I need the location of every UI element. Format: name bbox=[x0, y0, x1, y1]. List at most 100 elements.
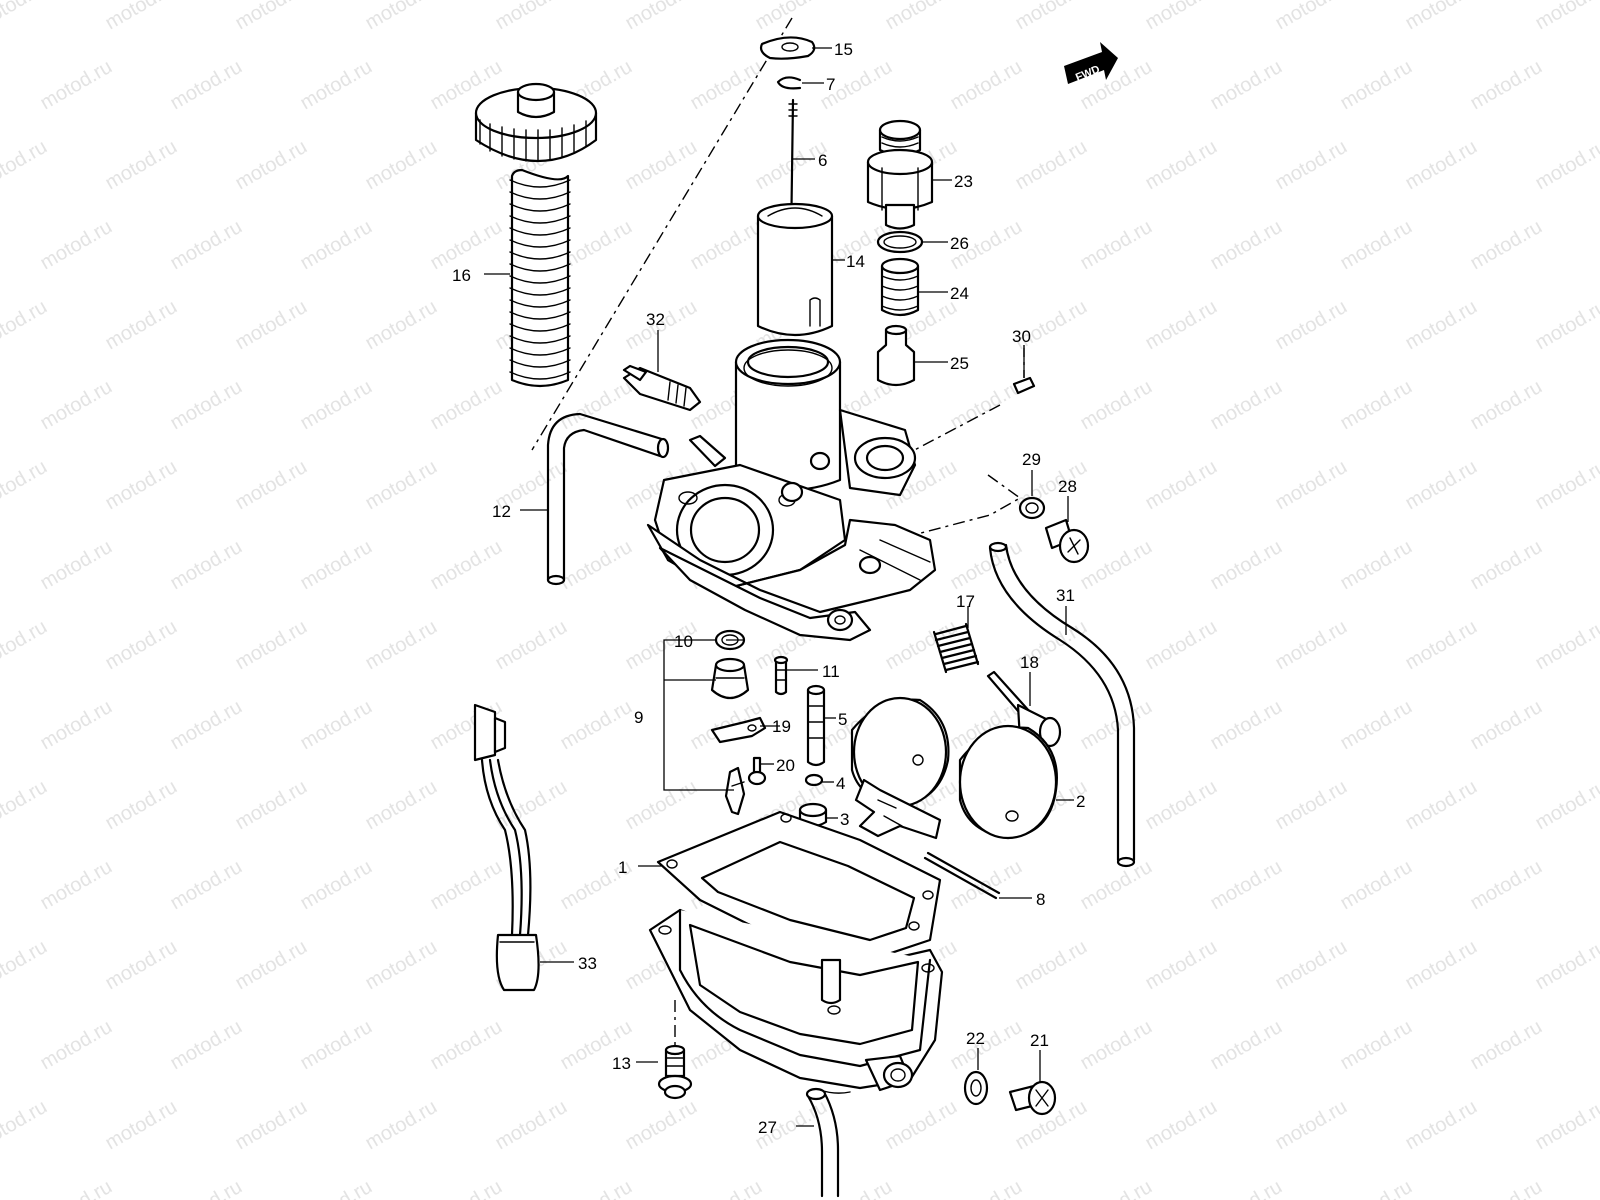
watermark-text: motod.ru bbox=[297, 376, 376, 435]
watermark-text: motod.ru bbox=[1272, 296, 1351, 355]
watermark-text: motod.ru bbox=[1402, 936, 1481, 995]
watermark-text: motod.ru bbox=[0, 776, 51, 835]
watermark-text: motod.ru bbox=[1597, 56, 1600, 115]
callout-1: 1 bbox=[618, 858, 627, 877]
callout-5: 5 bbox=[838, 710, 847, 729]
watermark-text: motod.ru bbox=[1467, 856, 1546, 915]
watermark-text: motod.ru bbox=[427, 376, 506, 435]
watermark-text: motod.ru bbox=[362, 296, 441, 355]
watermark-text: motod.ru bbox=[102, 0, 181, 34]
callout-25: 25 bbox=[950, 354, 969, 373]
watermark-text: motod.ru bbox=[167, 856, 246, 915]
watermark-text: motod.ru bbox=[1597, 536, 1600, 595]
watermark-text: motod.ru bbox=[297, 536, 376, 595]
watermark-text: motod.ru bbox=[557, 536, 636, 595]
watermark-text: motod.ru bbox=[1532, 136, 1600, 195]
watermark-text: motod.ru bbox=[1402, 296, 1481, 355]
watermark-text: motod.ru bbox=[232, 776, 311, 835]
part-17-spring bbox=[932, 622, 980, 674]
watermark-text: motod.ru bbox=[1402, 456, 1481, 515]
callout-21: 21 bbox=[1030, 1031, 1049, 1050]
watermark-text: motod.ru bbox=[362, 936, 441, 995]
callout-10: 10 bbox=[674, 632, 693, 651]
watermark-text: motod.ru bbox=[947, 1176, 1026, 1200]
watermark-text: motod.ru bbox=[1402, 616, 1481, 675]
watermark-text: motod.ru bbox=[167, 376, 246, 435]
watermark-text: motod.ru bbox=[557, 376, 636, 435]
watermark-text: motod.ru bbox=[1077, 216, 1156, 275]
leader-lines bbox=[484, 47, 1074, 1127]
watermark-text: motod.ru bbox=[102, 616, 181, 675]
watermark-text: motod.ru bbox=[102, 936, 181, 995]
callout-3: 3 bbox=[840, 810, 849, 829]
watermark-text: motod.ru bbox=[1272, 1096, 1351, 1155]
watermark-text: motod.ru bbox=[1207, 56, 1286, 115]
callout-29: 29 bbox=[1022, 450, 1041, 469]
watermark-text: motod.ru bbox=[0, 1096, 51, 1155]
watermark-text: motod.ru bbox=[167, 696, 246, 755]
watermark-text: motod.ru bbox=[622, 0, 701, 34]
part-29-washer bbox=[1018, 496, 1046, 520]
callout-17: 17 bbox=[956, 592, 975, 611]
watermark-text: motod.ru bbox=[1467, 1176, 1546, 1200]
part-3-main-jet bbox=[798, 802, 828, 828]
watermark-text: motod.ru bbox=[0, 456, 51, 515]
watermark-text: motod.ru bbox=[362, 616, 441, 675]
callout-20: 20 bbox=[776, 756, 795, 775]
watermark-text: motod.ru bbox=[1597, 856, 1600, 915]
callout-15: 15 bbox=[834, 40, 853, 59]
callout-26: 26 bbox=[950, 234, 969, 253]
watermark-text: motod.ru bbox=[232, 456, 311, 515]
watermark-text: motod.ru bbox=[0, 0, 51, 34]
watermark-text: motod.ru bbox=[687, 56, 766, 115]
watermark-text: motod.ru bbox=[1597, 1016, 1600, 1075]
watermark-text: motod.ru bbox=[102, 456, 181, 515]
part-18-throttle-stop-screw bbox=[986, 670, 1062, 748]
watermark-text: motod.ru bbox=[557, 696, 636, 755]
watermark-text: motod.ru bbox=[557, 1176, 636, 1200]
part-1-float-chamber-gasket bbox=[656, 810, 942, 962]
callout-24: 24 bbox=[950, 284, 969, 303]
watermark-text: motod.ru bbox=[37, 376, 116, 435]
watermark-text: motod.ru bbox=[1207, 376, 1286, 435]
watermark-text: motod.ru bbox=[1532, 776, 1600, 835]
part-9-needle-valve-seat bbox=[710, 657, 750, 700]
callout-27: 27 bbox=[758, 1118, 777, 1137]
callout-13: 13 bbox=[612, 1054, 631, 1073]
callout-30: 30 bbox=[1012, 327, 1031, 346]
watermark-text: motod.ru bbox=[37, 216, 116, 275]
watermark-text: motod.ru bbox=[1272, 616, 1351, 675]
watermark-text: motod.ru bbox=[297, 856, 376, 915]
watermark-text: motod.ru bbox=[1142, 776, 1221, 835]
watermark-text: motod.ru bbox=[1012, 936, 1091, 995]
watermark-text: motod.ru bbox=[1142, 1096, 1221, 1155]
watermark-text: motod.ru bbox=[1532, 456, 1600, 515]
watermark-text: motod.ru bbox=[1207, 1176, 1286, 1200]
watermark-text: motod.ru bbox=[492, 1096, 571, 1155]
watermark-text: motod.ru bbox=[167, 216, 246, 275]
watermark-text: motod.ru bbox=[1402, 0, 1481, 34]
watermark-text: motod.ru bbox=[232, 936, 311, 995]
watermark-text: motod.ru bbox=[1207, 536, 1286, 595]
watermark-text: motod.ru bbox=[1597, 376, 1600, 435]
watermark-text: motod.ru bbox=[1012, 0, 1091, 34]
part-13-drain-screw bbox=[657, 1044, 693, 1100]
part-21-screw bbox=[1008, 1080, 1057, 1116]
callout-7: 7 bbox=[826, 75, 835, 94]
callout-11: 11 bbox=[822, 662, 840, 681]
watermark-text: motod.ru bbox=[1272, 136, 1351, 195]
watermark-text: motod.ru bbox=[37, 856, 116, 915]
part-7-e-clip bbox=[776, 76, 802, 90]
watermark-text: motod.ru bbox=[1077, 1176, 1156, 1200]
watermark-text: motod.ru bbox=[622, 776, 701, 835]
callout-31: 31 bbox=[1056, 586, 1075, 605]
watermark-text: motod.ru bbox=[232, 0, 311, 34]
watermark-text: motod.ru bbox=[882, 0, 961, 34]
callout-33: 33 bbox=[578, 954, 597, 973]
watermark-text: motod.ru bbox=[622, 1096, 701, 1155]
watermark-text: motod.ru bbox=[167, 1016, 246, 1075]
watermark-text: motod.ru bbox=[1532, 0, 1600, 34]
watermark-text: motod.ru bbox=[882, 616, 961, 675]
callout-labels: 15 7 6 23 26 14 16 24 32 30 25 29 28 12 … bbox=[452, 40, 1085, 1137]
watermark-text: motod.ru bbox=[37, 696, 116, 755]
